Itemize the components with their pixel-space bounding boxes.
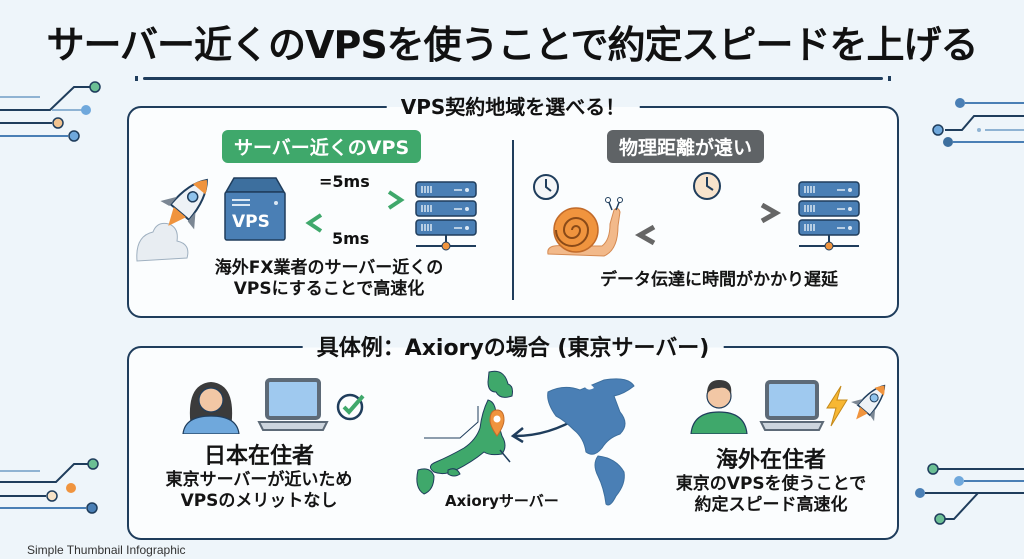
vps-region-heading: VPS契約地域を選べる！ <box>386 91 640 120</box>
near-vps-caption: 海外FX業者のサーバー近くの VPSにすることで高速化 <box>199 258 459 299</box>
clock-icon <box>693 172 721 200</box>
japan-resident-line2: VPSのメリットなし <box>180 491 338 512</box>
footer-caption: Simple Thumbnail Infographic <box>27 543 186 557</box>
laptop-icon <box>257 378 329 431</box>
person-icon <box>690 380 748 434</box>
far-distance-caption: データ伝達に時間がかかり遅延 <box>600 270 838 290</box>
japan-resident-line1: 東京サーバーが近いため <box>165 470 353 490</box>
circuit-decoration-bottom-right <box>915 463 1024 525</box>
japan-map <box>416 370 513 495</box>
latency-download: 5ms <box>332 229 370 248</box>
overseas-resident-line1: 東京のVPSを使うことで <box>675 474 867 494</box>
server-icon <box>415 181 477 251</box>
japan-resident-block: 日本在住者 東京サーバーが近いため VPSのメリットなし <box>139 438 379 513</box>
page-title: サーバー近くのVPSを使うことで約定スピードを上げる <box>46 23 978 67</box>
green-arrows-icon <box>301 190 411 233</box>
clock-icon <box>533 174 559 200</box>
overseas-resident-line2: 約定スピード高速化 <box>694 495 848 516</box>
far-distance-badge: 物理距離が遠い <box>607 130 765 163</box>
snail-icon <box>547 197 623 257</box>
overseas-resident-title: 海外在住者 <box>715 448 826 473</box>
panel-divider <box>512 140 514 300</box>
lightning-icon <box>826 385 848 427</box>
vps-region-panel: VPS契約地域を選べる！ サーバー近くのVPS VPS =5ms 5ms <box>127 91 899 318</box>
axiory-server-label: Axioryサーバー <box>445 492 559 510</box>
vps-box-label: VPS <box>232 212 270 232</box>
overseas-resident-block: 海外在住者 東京のVPSを使うことで 約定スピード高速化 <box>651 442 891 517</box>
near-vps-caption-line2: VPSにすることで高速化 <box>233 278 425 299</box>
server-icon <box>798 181 860 251</box>
rocket-icon <box>851 384 886 422</box>
axiory-example-panel: 具体例：Axioryの場合 (東京サーバー) 日本在住者 東京サーバーが近いため… <box>127 330 899 540</box>
near-vps-caption-line1: 海外FX業者のサーバー近くの <box>214 258 444 278</box>
axiory-example-heading: 具体例：Axioryの場合 (東京サーバー) <box>302 330 724 362</box>
circuit-decoration-top-left <box>0 81 101 142</box>
gray-arrows-icon <box>634 203 782 246</box>
vps-box-icon <box>224 177 286 241</box>
latency-upload: =5ms <box>319 172 370 191</box>
japan-resident-title: 日本在住者 <box>203 444 314 469</box>
rocket-icon <box>136 178 208 262</box>
world-map <box>547 378 635 506</box>
laptop-icon <box>759 380 825 431</box>
person-icon <box>182 382 240 434</box>
title-divider <box>135 76 891 81</box>
check-icon <box>336 393 365 421</box>
circuit-decoration-top-right <box>932 98 1024 147</box>
near-server-badge: サーバー近くのVPS <box>222 130 422 163</box>
circuit-decoration-bottom-left <box>0 458 99 514</box>
